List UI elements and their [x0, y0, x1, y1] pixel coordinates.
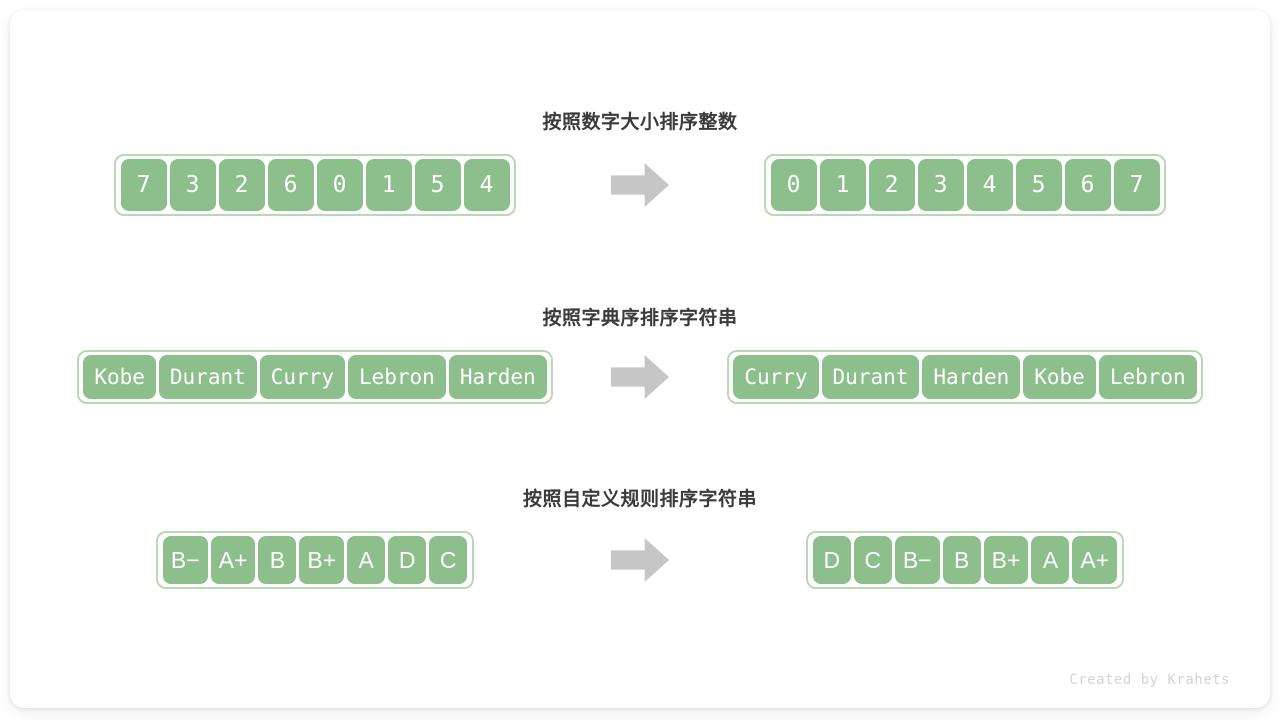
array-cell: 5: [1015, 159, 1062, 211]
array-cell: A+: [210, 536, 256, 584]
section-title-1: 按照数字大小排序整数: [542, 112, 738, 133]
array-cell: 1: [819, 159, 866, 211]
array-cell: 5: [414, 159, 461, 211]
arrow-slot-1: [580, 163, 700, 207]
array-cell: Curry: [733, 355, 819, 399]
array-cell: 4: [966, 159, 1013, 211]
array-cell: 3: [917, 159, 964, 211]
array-cell: A+: [1072, 536, 1118, 584]
array-cell: 1: [365, 159, 412, 211]
array-cell: Lebron: [1098, 355, 1197, 399]
right-arrow-icon: [611, 538, 669, 582]
arrow-slot-3: [580, 538, 700, 582]
array-cell: 2: [218, 159, 265, 211]
array-cell: B+: [983, 536, 1029, 584]
array-cell: 0: [316, 159, 363, 211]
array-cell: Kobe: [83, 355, 156, 399]
array-cell: B: [258, 536, 297, 584]
array-cell: 6: [1064, 159, 1111, 211]
array-cell: C: [429, 536, 468, 584]
array-cell: A: [1031, 536, 1070, 584]
array-cell: C: [853, 536, 892, 584]
array-cell: Durant: [821, 355, 920, 399]
array-cell: 6: [267, 159, 314, 211]
array-cell: B: [942, 536, 981, 584]
array-cell: Lebron: [347, 355, 446, 399]
array-cell: 7: [120, 159, 167, 211]
right-arrow-icon: [611, 355, 669, 399]
array-cell: Harden: [922, 355, 1021, 399]
array-cell: Harden: [448, 355, 547, 399]
array-cell: Kobe: [1023, 355, 1096, 399]
array-cell: A: [347, 536, 386, 584]
array-cell: 2: [868, 159, 915, 211]
array-cell: 7: [1113, 159, 1160, 211]
array-cell: D: [388, 536, 427, 584]
array-cell: B−: [162, 536, 208, 584]
array-cell: 3: [169, 159, 216, 211]
array-cell: B−: [894, 536, 940, 584]
array-cell: 0: [770, 159, 817, 211]
section-title-2: 按照字典序排序字符串: [542, 308, 738, 329]
arrow-slot-2: [580, 355, 700, 399]
credit-footer: Created by Krahets: [1069, 672, 1230, 688]
section-title-3: 按照自定义规则排序字符串: [522, 489, 757, 510]
right-arrow-icon: [611, 163, 669, 207]
array-cell: B+: [299, 536, 345, 584]
array-cell: Curry: [259, 355, 345, 399]
array-cell: 4: [463, 159, 510, 211]
array-cell: Durant: [158, 355, 257, 399]
array-cell: D: [812, 536, 851, 584]
